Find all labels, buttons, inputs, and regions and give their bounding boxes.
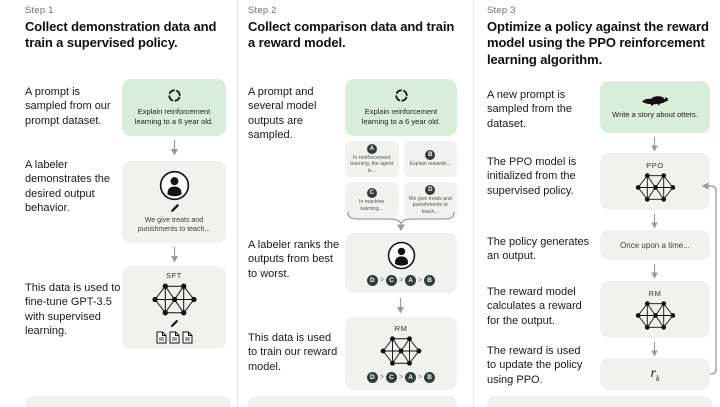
neural-network-icon	[635, 172, 676, 203]
step3-title: Optimize a policy against the reward mod…	[487, 19, 709, 67]
step1-caption-labeler: A labeler demonstrates the desired outpu…	[25, 159, 110, 214]
step1-label: Step 1	[25, 5, 54, 16]
step3-output-card: Once upon a time...	[600, 230, 710, 260]
otter-icon	[641, 93, 669, 107]
rm-label: RM	[394, 324, 408, 333]
rm-label: RM	[648, 288, 662, 298]
model-outputs-grid: A In reinforcement learning, the agent i…	[345, 141, 457, 218]
cycle-icon	[394, 88, 409, 103]
neural-network-icon	[380, 335, 422, 367]
brace-arrow-icon	[347, 211, 455, 231]
column-divider-1	[237, 0, 238, 407]
labeler-person-icon	[159, 170, 190, 201]
step3-ppo-card: PPO	[600, 153, 710, 210]
arrow-down-icon	[651, 214, 658, 229]
step3-caption-prompt: A new prompt is sampled from the dataset…	[487, 89, 572, 130]
sft-label: SFT	[166, 271, 182, 280]
pen-icon	[169, 319, 179, 329]
step1-title: Collect demonstration data and train a s…	[25, 19, 217, 51]
step3-prompt-card: Write a story about otters.	[600, 81, 710, 133]
step2-label: Step 2	[248, 5, 277, 16]
cycle-icon	[167, 88, 182, 103]
step2-labeler-card: D > C > A > B	[345, 233, 457, 293]
arrow-down-icon	[651, 264, 658, 279]
step2-rm-card: RM D > C > A > B	[345, 317, 457, 390]
output-badge: C	[366, 188, 377, 198]
step1-prompt-card: Explain reinforcement learning to a 6 ye…	[122, 79, 226, 136]
step3-caption-reward: The reward model calculates a reward for…	[487, 286, 582, 327]
column-divider-2	[473, 0, 474, 407]
step3-rm-card: RM	[600, 281, 710, 338]
ppo-label: PPO	[646, 160, 664, 170]
step3-caption-output: The policy generates an output.	[487, 236, 590, 263]
arrow-down-icon	[171, 247, 178, 263]
output-badge: D	[425, 184, 436, 195]
output-badge: A	[366, 143, 377, 154]
step2-caption-labeler: A labeler ranks the outputs from best to…	[248, 239, 340, 280]
documents-icon	[156, 331, 193, 344]
output-card-b: B Explain rewards...	[403, 141, 457, 177]
output-card-c: C In machine learning...	[345, 182, 399, 218]
output-card-d: D We give treats and punishments to teac…	[403, 182, 457, 218]
next-section-edge	[248, 396, 457, 407]
step1-prompt-text: Explain reinforcement learning to a 6 ye…	[134, 106, 214, 126]
pen-icon	[169, 203, 180, 214]
step1-sft-card: SFT	[122, 266, 226, 349]
ranking-row: D > C > A > B	[366, 372, 436, 383]
step2-prompt-card: Explain reinforcement learning to a 6 ye…	[345, 79, 457, 136]
arrow-down-icon	[651, 342, 658, 357]
step1-caption-prompt: A prompt is sampled from our prompt data…	[25, 86, 111, 127]
arrow-down-icon	[397, 298, 404, 314]
output-card-a: A In reinforcement learning, the agent i…	[345, 141, 399, 177]
labeler-person-icon	[387, 241, 416, 270]
step2-prompt-text: Explain reinforcement learning to a 6 ye…	[361, 106, 441, 126]
step1-labeler-note: We give treats and punishments to teach.…	[137, 216, 211, 233]
step3-prompt-text: Write a story about otters.	[612, 110, 698, 120]
step3-reward-card: rk	[600, 358, 710, 390]
reward-symbol: rk	[650, 365, 660, 383]
neural-network-icon	[151, 282, 197, 317]
step1-caption-finetune: This data is used to fine-tune GPT-3.5 w…	[25, 282, 121, 337]
ranking-row: D > C > A > B	[366, 274, 436, 286]
step3-caption-ppo: The PPO model is initialized from the su…	[487, 156, 577, 197]
step2-title: Collect comparison data and train a rewa…	[248, 19, 455, 51]
step3-caption-update: The reward is used to update the policy …	[487, 345, 583, 386]
output-badge: B	[425, 150, 436, 161]
next-section-edge	[487, 396, 712, 407]
neural-network-icon	[635, 300, 676, 331]
step3-label: Step 3	[487, 5, 516, 16]
step2-caption-prompt: A prompt and several model outputs are s…	[248, 86, 317, 141]
arrow-down-icon	[651, 137, 658, 152]
policy-output-text: Once upon a time...	[620, 240, 690, 250]
feedback-loop-arrow-icon	[701, 182, 717, 375]
next-section-edge	[25, 396, 230, 407]
step2-caption-train: This data is used to train our reward mo…	[248, 332, 338, 373]
step1-labeler-card: We give treats and punishments to teach.…	[122, 161, 226, 243]
arrow-down-icon	[171, 140, 178, 156]
